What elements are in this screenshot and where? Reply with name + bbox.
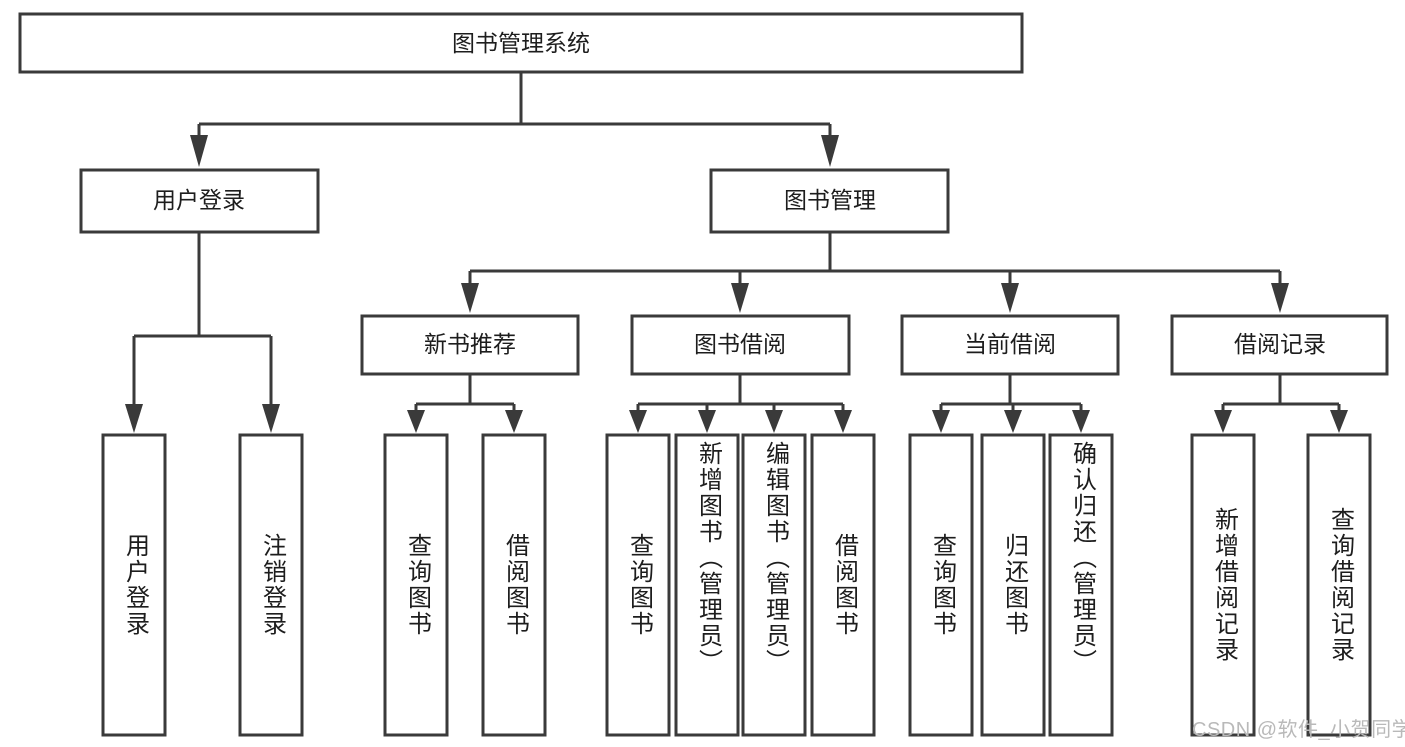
arrow-leaf-add-borrow-rec bbox=[1214, 410, 1232, 433]
node-root[interactable]: 图书管理系统 bbox=[18, 12, 1024, 74]
node-user-login-rect[interactable] bbox=[79, 168, 320, 234]
node-leaf-edit-book-admin-rect[interactable] bbox=[741, 433, 807, 737]
node-leaf-confirm-return-rect[interactable] bbox=[1048, 433, 1114, 737]
node-book-borrow-rect[interactable] bbox=[630, 314, 851, 376]
node-leaf-query-book-bor-rect[interactable] bbox=[605, 433, 671, 737]
arrow-to-book-manage bbox=[821, 135, 839, 167]
arrow-leaf-query-book-rec bbox=[407, 410, 425, 433]
node-leaf-logout-login-rect[interactable] bbox=[238, 433, 304, 737]
node-new-book-rec-rect[interactable] bbox=[360, 314, 580, 376]
node-book-manage-label: 图书管理 bbox=[784, 187, 876, 213]
node-book-borrow-label: 图书借阅 bbox=[694, 331, 786, 357]
arrow-to-borrowrecord bbox=[1271, 283, 1289, 313]
node-leaf-query-book-rec-rect[interactable] bbox=[383, 433, 449, 737]
node-leaf-user-login-rect[interactable] bbox=[101, 433, 167, 737]
node-leaf-add-book-admin-rect[interactable] bbox=[674, 433, 740, 737]
arrow-leaf-borrow-book-rec bbox=[505, 410, 523, 433]
node-leaf-add-borrow-rec-rect[interactable] bbox=[1190, 433, 1256, 737]
arrow-leaf-user-login bbox=[125, 404, 143, 433]
connector-layer bbox=[125, 72, 1348, 433]
node-user-login[interactable]: 用户登录 bbox=[79, 168, 320, 234]
node-book-borrow[interactable]: 图书借阅 bbox=[630, 314, 851, 376]
node-borrow-record-rect[interactable] bbox=[1170, 314, 1389, 376]
node-layer: 图书管理系统 用户登录 图书管理 新书推荐 图书借阅 当前 bbox=[18, 12, 1389, 737]
arrow-leaf-confirm-return bbox=[1072, 410, 1090, 433]
node-new-book-rec[interactable]: 新书推荐 bbox=[360, 314, 580, 376]
node-user-login-label: 用户登录 bbox=[153, 187, 245, 213]
arrow-leaf-add-book-admin bbox=[698, 410, 716, 433]
node-root-label: 图书管理系统 bbox=[452, 30, 590, 56]
node-current-borrow-label: 当前借阅 bbox=[964, 331, 1056, 357]
csdn-watermark: CSDN @软件_小贺同学 bbox=[1192, 719, 1405, 741]
node-leaf-borrow-book-bor-rect[interactable] bbox=[810, 433, 876, 737]
arrow-leaf-query-book-bor bbox=[629, 410, 647, 433]
node-leaf-return-book-rect[interactable] bbox=[980, 433, 1046, 737]
node-current-borrow-rect[interactable] bbox=[900, 314, 1120, 376]
node-new-book-rec-label: 新书推荐 bbox=[424, 331, 516, 357]
arrow-to-newbook bbox=[461, 283, 479, 313]
node-borrow-record-label: 借阅记录 bbox=[1234, 331, 1326, 357]
node-borrow-record[interactable]: 借阅记录 bbox=[1170, 314, 1389, 376]
arrow-to-user-login bbox=[190, 135, 208, 167]
node-leaf-borrow-book-rec-rect[interactable] bbox=[481, 433, 547, 737]
node-current-borrow[interactable]: 当前借阅 bbox=[900, 314, 1120, 376]
arrow-to-currentborrow bbox=[1001, 283, 1019, 313]
node-leaf-query-borrow-rec-rect[interactable] bbox=[1306, 433, 1372, 737]
node-root-rect[interactable] bbox=[18, 12, 1024, 74]
arrow-to-bookborrow bbox=[731, 283, 749, 313]
arrow-leaf-borrow-book-bor bbox=[834, 410, 852, 433]
arrow-leaf-query-book-cur bbox=[932, 410, 950, 433]
node-book-manage[interactable]: 图书管理 bbox=[709, 168, 950, 234]
arrow-leaf-return-book bbox=[1004, 410, 1022, 433]
arrow-leaf-query-borrow-rec bbox=[1330, 410, 1348, 433]
node-leaf-query-book-cur-rect[interactable] bbox=[908, 433, 974, 737]
arrow-leaf-edit-book-admin bbox=[765, 410, 783, 433]
node-book-manage-rect[interactable] bbox=[709, 168, 950, 234]
arrow-leaf-logout-login bbox=[262, 404, 280, 433]
